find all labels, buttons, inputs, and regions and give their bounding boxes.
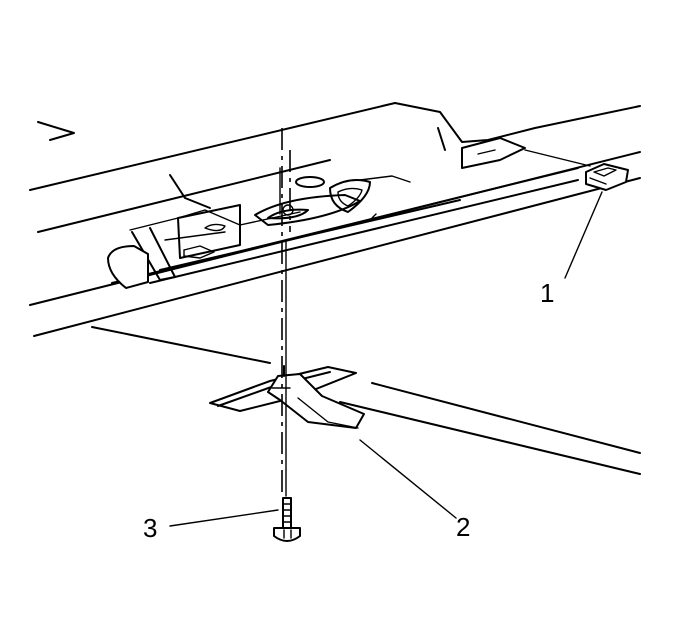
assembly-centerline bbox=[279, 128, 291, 498]
callout-1-leader bbox=[564, 191, 603, 279]
callout-2-label: 2 bbox=[456, 512, 470, 542]
floor-panel bbox=[91, 326, 641, 475]
callout-leaders bbox=[169, 191, 603, 527]
vehicle-body-panel bbox=[29, 102, 641, 337]
callout-1-label: 1 bbox=[540, 278, 554, 308]
callout-3-label: 3 bbox=[143, 513, 157, 543]
step-bracket bbox=[209, 365, 365, 429]
callout-2-leader bbox=[359, 439, 457, 519]
retaining-clip bbox=[524, 149, 629, 191]
callout-3-leader bbox=[169, 509, 279, 527]
bolt bbox=[273, 497, 301, 542]
